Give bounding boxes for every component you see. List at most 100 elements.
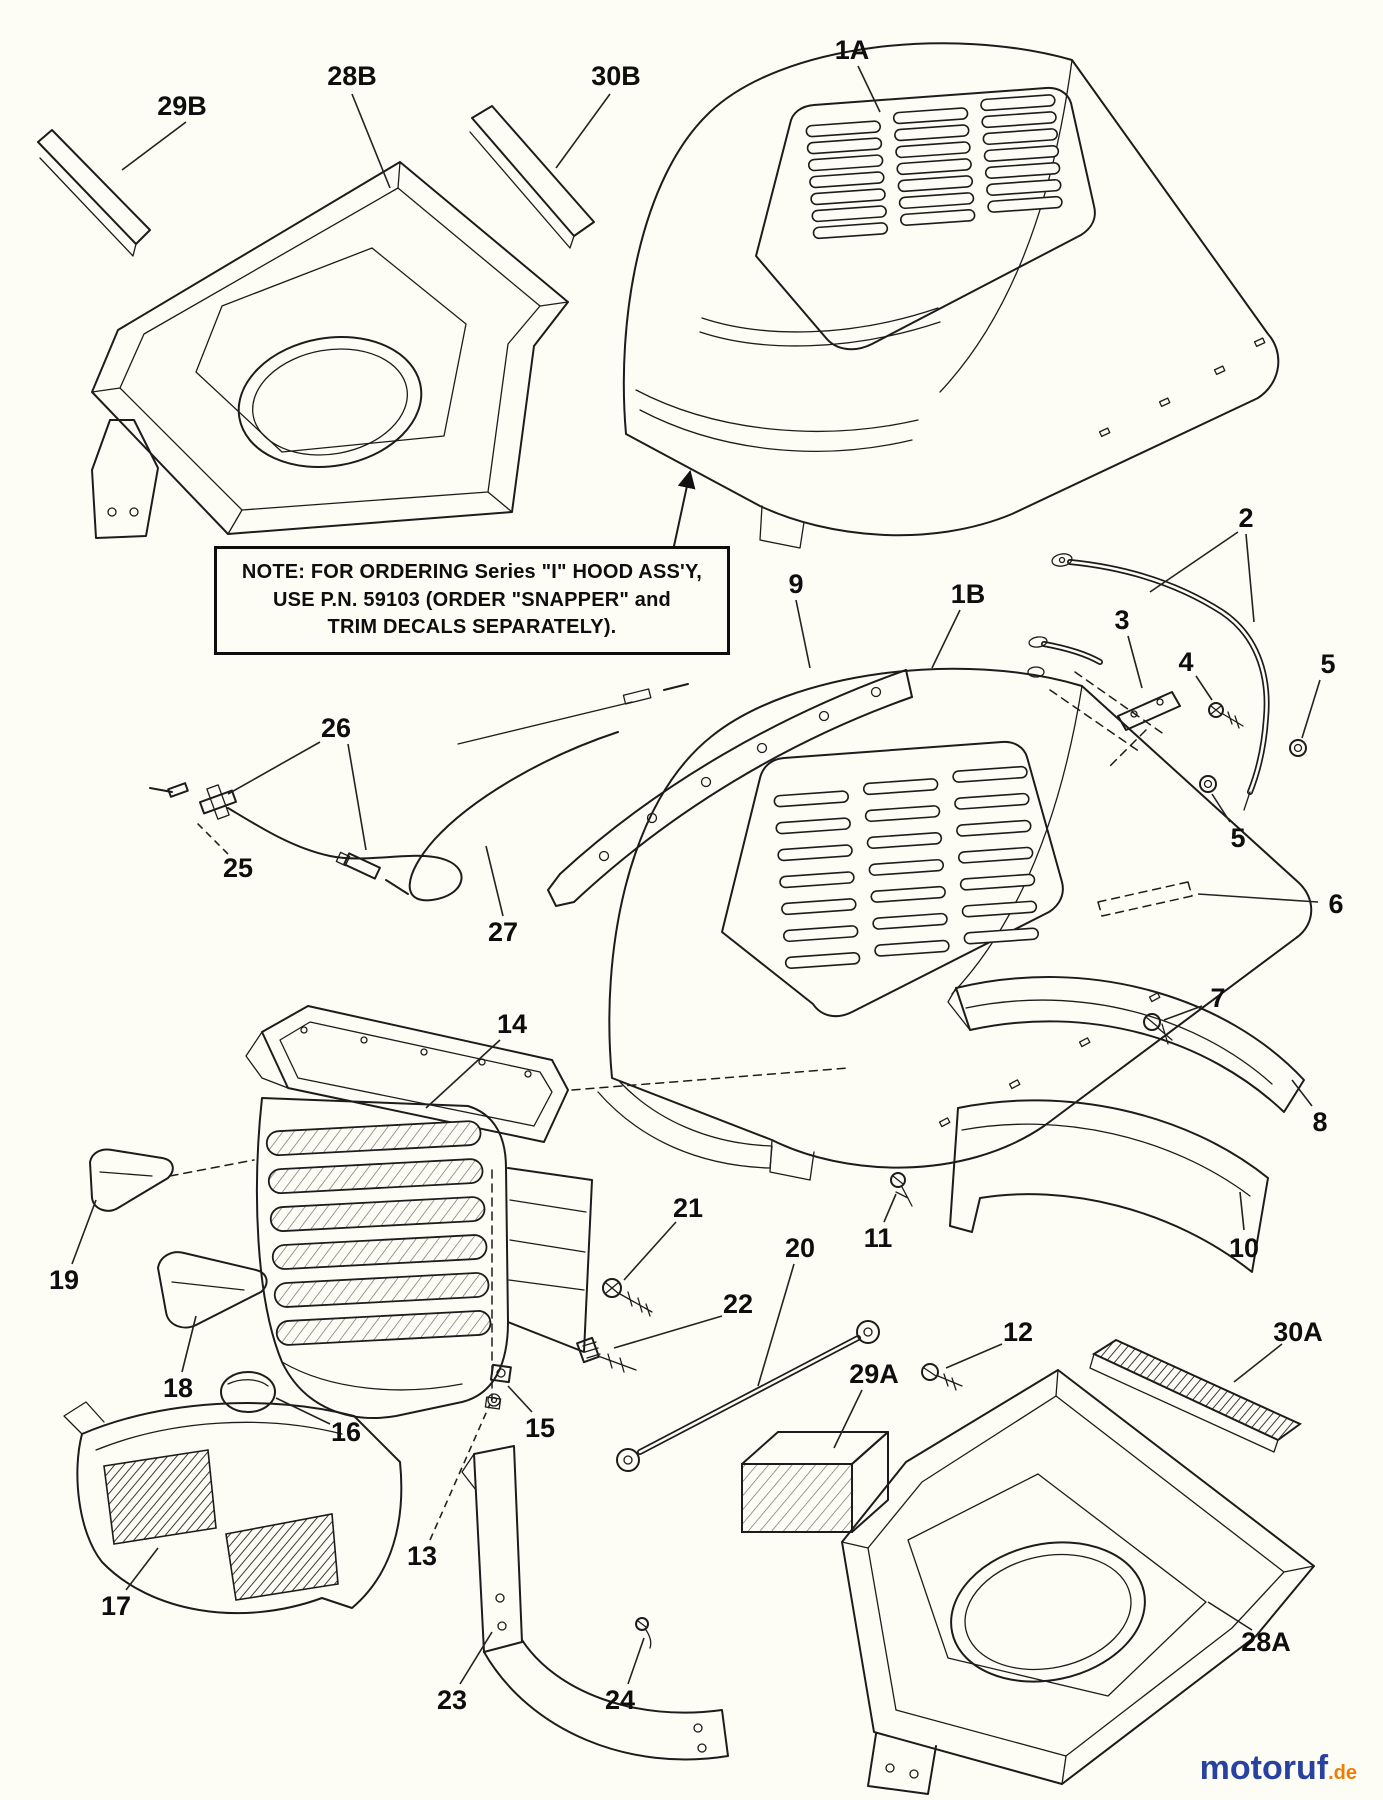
part-label-24: 24 [605,1685,635,1715]
part-13-nut-drawing [484,1396,502,1410]
part-11-screw-drawing [890,1172,913,1207]
part-label-30B: 30B [591,61,641,91]
leader-line-14 [425,1039,501,1109]
leader-line-3 [1127,635,1143,689]
part-label-14: 14 [497,1009,527,1039]
leader-line-5a [1301,679,1321,739]
part-17-shell-drawing [63,1401,403,1615]
motoruf-tld-text[interactable]: .de [1328,1762,1357,1784]
part-label-13: 13 [407,1541,437,1571]
leader-line-18 [181,1315,197,1373]
part-28b-tray-drawing [91,161,569,539]
ordering-note-box: NOTE: FOR ORDERING Series "I" HOOD ASS'Y… [214,546,730,655]
part-label-20: 20 [785,1233,815,1263]
part-label-29A: 29A [849,1359,899,1389]
part-label-28A: 28A [1241,1627,1291,1657]
part-30a-strip-drawing [1089,1338,1302,1453]
part-5-nut-lower-drawing [1199,775,1217,793]
note-line-1: NOTE: FOR ORDERING Series "I" HOOD ASS'Y… [241,561,703,583]
part-20-rod-drawing [616,1320,880,1472]
part-label-29B: 29B [157,91,207,121]
part-3-plate-drawing [1107,691,1181,769]
leader-line-28B [351,93,391,189]
part-label-23: 23 [437,1685,467,1715]
part-label-7: 7 [1210,983,1225,1013]
part-6-plate-drawing [1097,881,1193,917]
part-4-screw-drawing [1208,702,1244,729]
leader-line-9 [795,599,811,669]
leader-line-26 [227,741,321,795]
leader-line-5b [1211,793,1231,823]
part-label-8: 8 [1312,1107,1327,1137]
leader-line-20 [757,1263,795,1387]
part-8-bumper-drawing [947,976,1305,1113]
motoruf-watermark[interactable]: motoruf.de [1200,1749,1357,1788]
part-5-nut-upper-drawing [1289,739,1307,757]
part-21-screw-drawing [602,1278,653,1317]
part-label-21: 21 [673,1193,703,1223]
part-23-bracket-drawing [461,1445,729,1761]
part-14-grille-drawing [245,1005,849,1419]
leader-line-13 [429,1403,491,1541]
part-12-screw-drawing [921,1363,963,1391]
part-label-2: 2 [1238,503,1253,533]
leader-line-22 [613,1315,723,1349]
part-label-10: 10 [1229,1233,1259,1263]
leader-line-27 [485,845,504,917]
part-label-26: 26 [321,713,351,743]
leader-line-1A [857,65,881,113]
part-10-trim-drawing [949,1099,1269,1273]
part-label-5a: 5 [1320,649,1335,679]
part-22-thumbscrew-drawing [576,1336,637,1373]
leader-line-2 [1149,531,1239,593]
part-label-22: 22 [723,1289,753,1319]
leader-line-24 [627,1637,645,1685]
part-label-27: 27 [488,917,518,947]
leader-line-29B [121,121,187,171]
part-29a-foam-drawing [741,1431,889,1533]
leader-line-26 [347,743,367,851]
leader-line-16 [275,1397,331,1425]
note-line-3: TRIM DECALS SEPARATELY). [327,616,617,639]
part-label-18: 18 [163,1373,193,1403]
leader-line-1B [931,609,961,669]
hinge-hardware-drawing [1028,553,1307,811]
part-label-1A: 1A [835,35,870,65]
part-24-screw-drawing [635,1617,652,1649]
leader-line-4 [1195,675,1213,701]
part-label-30A: 30A [1273,1317,1323,1347]
part-30b-strip-drawing [469,105,595,249]
leader-line-10 [1239,1191,1245,1231]
leader-line-7 [1163,1005,1203,1021]
leader-line-15 [507,1385,533,1413]
hood-1b-louvers [773,765,1040,970]
leader-line-23 [459,1631,493,1685]
motoruf-brand-text[interactable]: motoruf [1199,1749,1329,1787]
part-28a-pan-drawing [841,1369,1315,1795]
part-label-12: 12 [1003,1317,1033,1347]
part-18-pad-drawing [157,1251,268,1329]
part-label-9: 9 [788,569,803,599]
wiring-harness-drawing [149,683,689,902]
part-1b-hood-drawing [597,666,1313,1181]
part-9-trim-drawing [547,669,913,907]
part-label-25: 25 [223,853,253,883]
leader-line-6 [1197,893,1319,903]
leader-line-25 [195,821,229,855]
note-line-2: USE P.N. 59103 (ORDER "SNAPPER" and [273,588,671,611]
leader-line-2 [1245,533,1255,623]
part-label-28B: 28B [327,61,377,91]
leader-line-19 [71,1199,97,1265]
leader-line-11 [883,1193,897,1223]
leader-line-28A [1207,1601,1253,1631]
part-label-16: 16 [331,1417,361,1447]
leader-line-12 [945,1343,1003,1369]
leader-lines-layer [71,65,1321,1685]
part-label-11: 11 [864,1223,893,1253]
leader-line-21 [623,1221,677,1281]
grille-slats [265,1120,492,1346]
leader-line-30B [555,93,611,169]
part-label-5b: 5 [1230,823,1245,853]
part-1a-hood-drawing [622,42,1280,549]
